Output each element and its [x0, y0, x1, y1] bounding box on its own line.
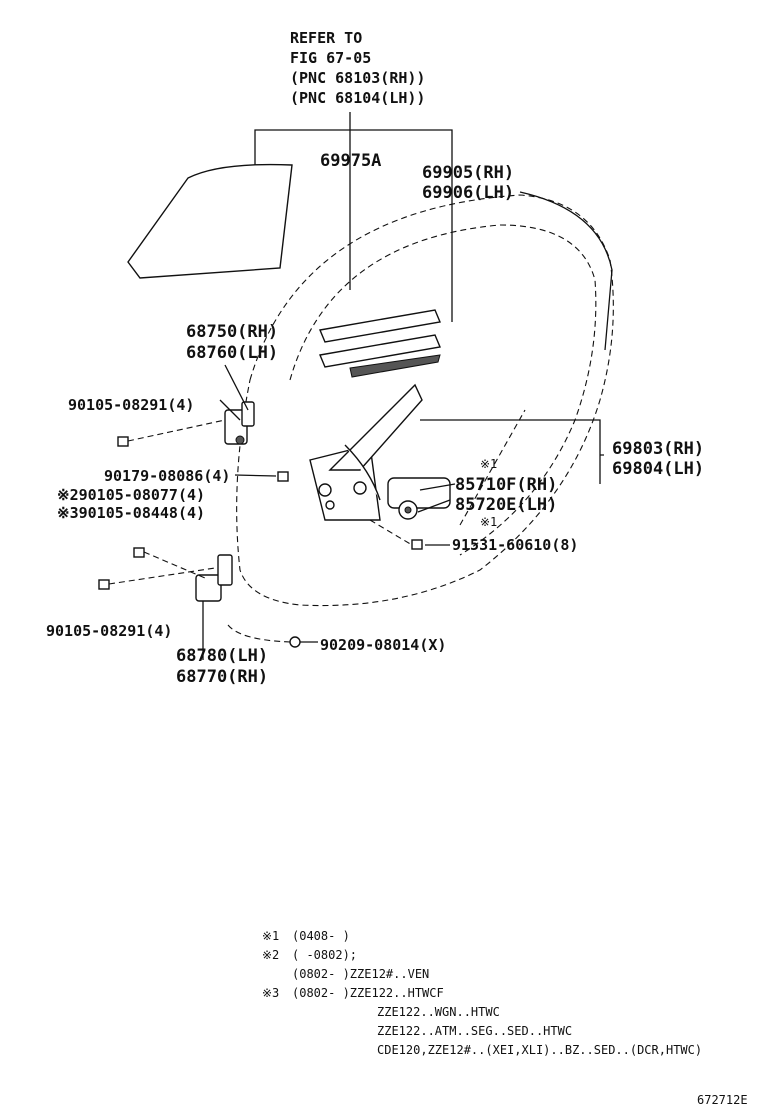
note-5-text: ZZE122..WGN..HTWC	[377, 1005, 500, 1019]
label-85710: 85710F(RH)	[455, 475, 557, 495]
label-69975a: 69975A	[320, 151, 381, 171]
label-69905: 69905(RH)	[422, 163, 514, 183]
mark-1-b: ※1	[480, 515, 497, 529]
door-edge	[519, 191, 613, 351]
label-69803: 69803(RH)	[612, 439, 704, 459]
label-91531: 91531-60610(8)	[452, 536, 578, 554]
label-90105-a: 90105-08291(4)	[68, 396, 194, 414]
label-85720: 85720E(LH)	[455, 495, 557, 515]
label-90105-c: ※390105-08448(4)	[57, 504, 205, 522]
refer-bracket	[254, 112, 453, 322]
label-90209: 90209-08014(X)	[320, 636, 446, 654]
glass-run-channels	[319, 309, 441, 378]
label-90105-b: ※290105-08077(4)	[57, 486, 205, 504]
refer-line-1: REFER TO	[290, 29, 362, 47]
dashed-leaders	[108, 409, 526, 643]
lower-hinge	[195, 554, 233, 602]
window-motor	[387, 477, 451, 520]
note-2-mark: ※2	[262, 948, 279, 962]
mark-1-a: ※1	[480, 457, 497, 471]
figure-code: 672712E	[697, 1093, 748, 1107]
note-2-text: ( -0802);	[292, 948, 357, 962]
refer-line-4: (PNC 68104(LH))	[290, 89, 425, 107]
note-4-text: (0802- )ZZE122..HTWCF	[292, 986, 444, 1000]
door-outline	[236, 194, 614, 607]
label-90105-d: 90105-08291(4)	[46, 622, 172, 640]
label-90179: 90179-08086(4)	[104, 467, 230, 485]
note-1-text: (0408- )	[292, 929, 350, 943]
note-3-text: (0802- )ZZE12#..VEN	[292, 967, 429, 981]
refer-note: REFER TO FIG 67-05 (PNC 68103(RH)) (PNC …	[290, 29, 425, 107]
note-6-text: ZZE122..ATM..SEG..SED..HTWC	[377, 1024, 572, 1038]
note-7-text: CDE120,ZZE12#..(XEI,XLI)..BZ..SED..(DCR,…	[377, 1043, 702, 1057]
door-glass	[127, 163, 293, 279]
label-68780: 68780(LH)	[176, 646, 268, 666]
door-inner-outline	[289, 224, 597, 556]
upper-hinge	[224, 401, 255, 445]
footnotes: ※1 (0408- ) ※2 ( -0802); (0802- )ZZE12#.…	[262, 929, 702, 1057]
window-regulator	[309, 383, 423, 521]
label-69906: 69906(LH)	[422, 183, 514, 203]
part-labels: 69975A 69905(RH) 69906(LH) 68750(RH) 687…	[46, 151, 704, 687]
refer-line-3: (PNC 68103(RH))	[290, 69, 425, 87]
label-69804: 69804(LH)	[612, 459, 704, 479]
refer-line-2: FIG 67-05	[290, 49, 371, 67]
note-1-mark: ※1	[262, 929, 279, 943]
label-68770: 68770(RH)	[176, 667, 268, 687]
label-68760: 68760(LH)	[186, 343, 278, 363]
label-68750: 68750(RH)	[186, 322, 278, 342]
note-4-mark: ※3	[262, 986, 279, 1000]
leader-lines	[202, 364, 604, 660]
